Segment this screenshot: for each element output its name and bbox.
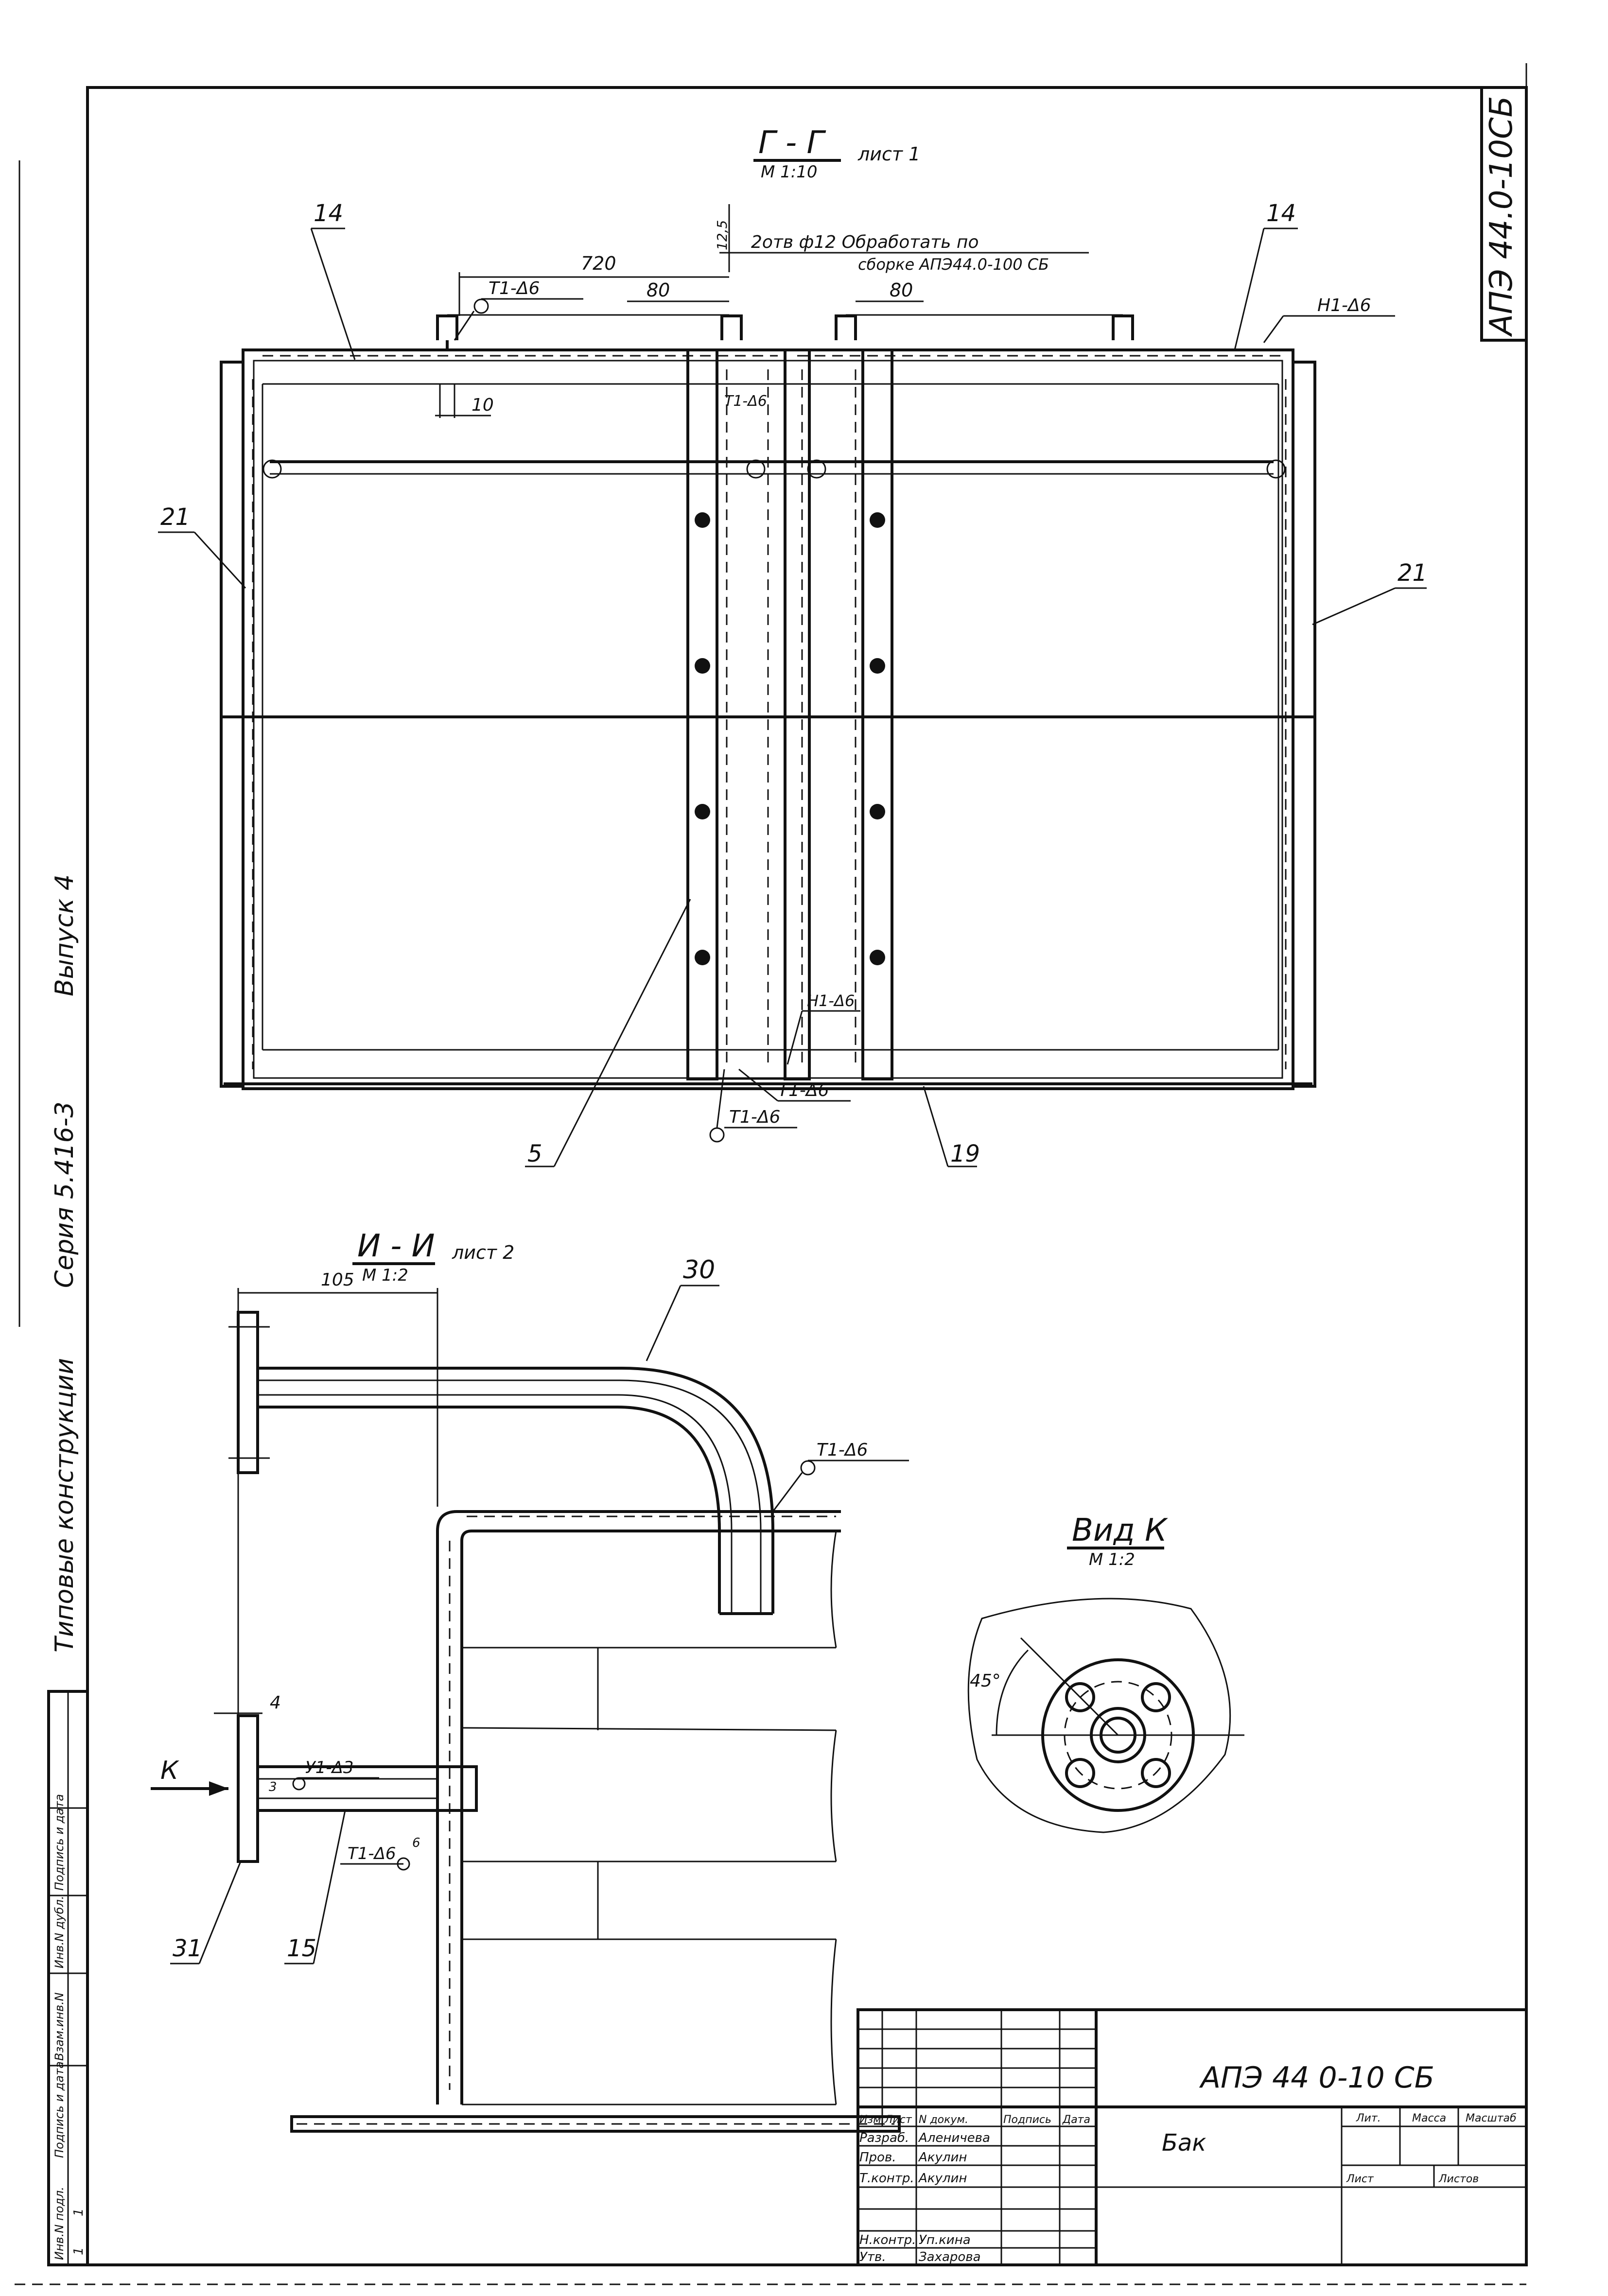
- view-arrow-k: К: [160, 1756, 179, 1785]
- section-gg-sheet: лист 1: [857, 143, 920, 165]
- post-left-a: [686, 348, 718, 1080]
- weld-ii-2: У1-Δ3: [305, 1758, 354, 1777]
- bottom-plate: [290, 2115, 901, 2133]
- rh-sheet: Лист: [1346, 2173, 1374, 2185]
- left-margin: Типовые конструкции Серия 5.416-3 Выпуск…: [50, 874, 79, 1652]
- issue-label: Выпуск 4: [50, 874, 79, 996]
- dim-12-5: 12,5: [714, 220, 730, 250]
- view-k: Вид К М 1:2 45°: [967, 1513, 1244, 1833]
- section-gg: Г - Г М 1:10 лист 1: [158, 125, 1427, 1167]
- rh-scale: Масштаб: [1466, 2112, 1517, 2124]
- hdr-list: Лист: [884, 2114, 912, 2126]
- role-1: Разраб.: [859, 2131, 909, 2145]
- hdr-doc: N докум.: [919, 2114, 968, 2126]
- role-2: Пров.: [859, 2150, 896, 2165]
- weld-gg-1: Т1-Δ6: [489, 278, 540, 298]
- designation-vertical: АПЭ 44.0-10СБ: [1484, 96, 1520, 337]
- weld-gg-6: Т1-Δ6: [729, 1107, 780, 1127]
- side-stamp: Инв.N подл. Подпись и дата Взам.инв.N Ин…: [47, 1690, 89, 2266]
- post-center: [784, 348, 811, 1080]
- view-k-title: Вид К: [1072, 1513, 1168, 1548]
- name-5: Уп.кина: [919, 2233, 971, 2247]
- title-block: АПЭ 44 0-10 СБ Бак Изм. Лист N докум. По…: [856, 2008, 1528, 2266]
- series-label: Типовые конструкции: [50, 1358, 79, 1652]
- section-gg-scale: М 1:10: [761, 162, 818, 182]
- drawing-frame: [15, 63, 1528, 2285]
- role-6: Утв.: [859, 2250, 886, 2264]
- side-stamp-cell-1: Инв.N подл.: [52, 2187, 66, 2260]
- role-5: Н.контр.: [859, 2233, 916, 2247]
- bolt-holes: [262, 459, 1286, 965]
- hdr-sign: Подпись: [1003, 2114, 1051, 2126]
- weld-gg-4: Н1-Δ6: [807, 991, 855, 1010]
- view-k-scale: М 1:2: [1089, 1550, 1135, 1569]
- role-3: Т.контр.: [859, 2171, 914, 2186]
- section-gg-title: Г - Г: [758, 125, 826, 161]
- pos-5: 5: [527, 1140, 542, 1167]
- side-stamp-cell-4: Инв.N дубл.: [52, 1896, 66, 1968]
- dim-720: 720: [581, 253, 616, 274]
- name-1: Аленичева: [918, 2131, 990, 2145]
- section-ii-sheet: лист 2: [452, 1242, 514, 1263]
- hole-note-line2: сборке АПЭ44.0-100 СБ: [858, 255, 1049, 274]
- rh-sheets: Листов: [1438, 2173, 1479, 2185]
- title-designation: АПЭ 44 0-10 СБ: [1199, 2061, 1434, 2095]
- weld-ii-1: Т1-Δ6: [817, 1440, 868, 1460]
- weld-gg-5: Т1-Δ6: [778, 1080, 829, 1100]
- weld-gg-2: Т1-Δ6: [724, 393, 767, 410]
- dim-4: 4: [270, 1693, 281, 1713]
- pos-15: 15: [287, 1935, 316, 1962]
- pos-30: 30: [683, 1255, 715, 1285]
- series-value: Серия 5.416-3: [50, 1101, 79, 1288]
- rh-lit: Лит.: [1356, 2112, 1381, 2124]
- lower-flange: [237, 1714, 259, 1863]
- pos-31: 31: [173, 1935, 202, 1962]
- hole-note-line1: 2отв ф12 Обработать по: [751, 232, 979, 252]
- weld-ii-3: Т1-Δ6: [348, 1844, 396, 1863]
- weld-gg-3: Н1-Δ6: [1317, 296, 1371, 315]
- side-channel-left: [220, 361, 245, 1088]
- side-channel-right: [1292, 361, 1316, 1088]
- pos-19: 19: [950, 1140, 980, 1167]
- dim-10: 10: [472, 395, 494, 415]
- section-ii-scale: М 1:2: [362, 1266, 408, 1285]
- dim-80-right: 80: [890, 279, 913, 301]
- section-ii-title: И - И: [357, 1228, 435, 1264]
- weld-leg-a: 3: [269, 1780, 277, 1794]
- view-k-angle: 45°: [970, 1671, 1001, 1691]
- designation-stamp: АПЭ 44.0-10СБ: [1480, 86, 1528, 342]
- dim-80-left: 80: [647, 279, 670, 301]
- short-pipe: [256, 1765, 478, 1812]
- side-stamp-value-2: 1: [71, 2208, 86, 2216]
- title-name: Бак: [1162, 2129, 1206, 2157]
- upper-flange: [237, 1311, 259, 1474]
- hdr-izm: Изм.: [859, 2114, 885, 2126]
- post-right: [861, 348, 893, 1080]
- weld-leg-b: 6: [412, 1836, 420, 1850]
- side-stamp-cell-2: Подпись и дата: [52, 2061, 66, 2158]
- side-stamp-value-1: 1: [71, 2247, 86, 2255]
- bent-pipe: [258, 1367, 774, 1615]
- name-6: Захарова: [919, 2250, 981, 2264]
- tank-wall: [436, 1510, 841, 2105]
- pos-21-left: 21: [160, 504, 190, 531]
- pos-21-right: 21: [1398, 559, 1427, 587]
- section-ii: И - И М 1:2 лист 2 105 4: [151, 1228, 909, 2133]
- pos-14-right: 14: [1266, 200, 1296, 227]
- hdr-date: Дата: [1062, 2114, 1090, 2126]
- side-stamp-cell-5: Подпись и дата: [52, 1794, 66, 1891]
- dim-105: 105: [321, 1270, 354, 1290]
- name-2: Акулин: [918, 2150, 967, 2165]
- name-3: Акулин: [918, 2171, 967, 2186]
- pos-14-left: 14: [314, 200, 343, 227]
- rh-mass: Масса: [1412, 2112, 1446, 2124]
- side-stamp-cell-3: Взам.инв.N: [52, 1992, 66, 2061]
